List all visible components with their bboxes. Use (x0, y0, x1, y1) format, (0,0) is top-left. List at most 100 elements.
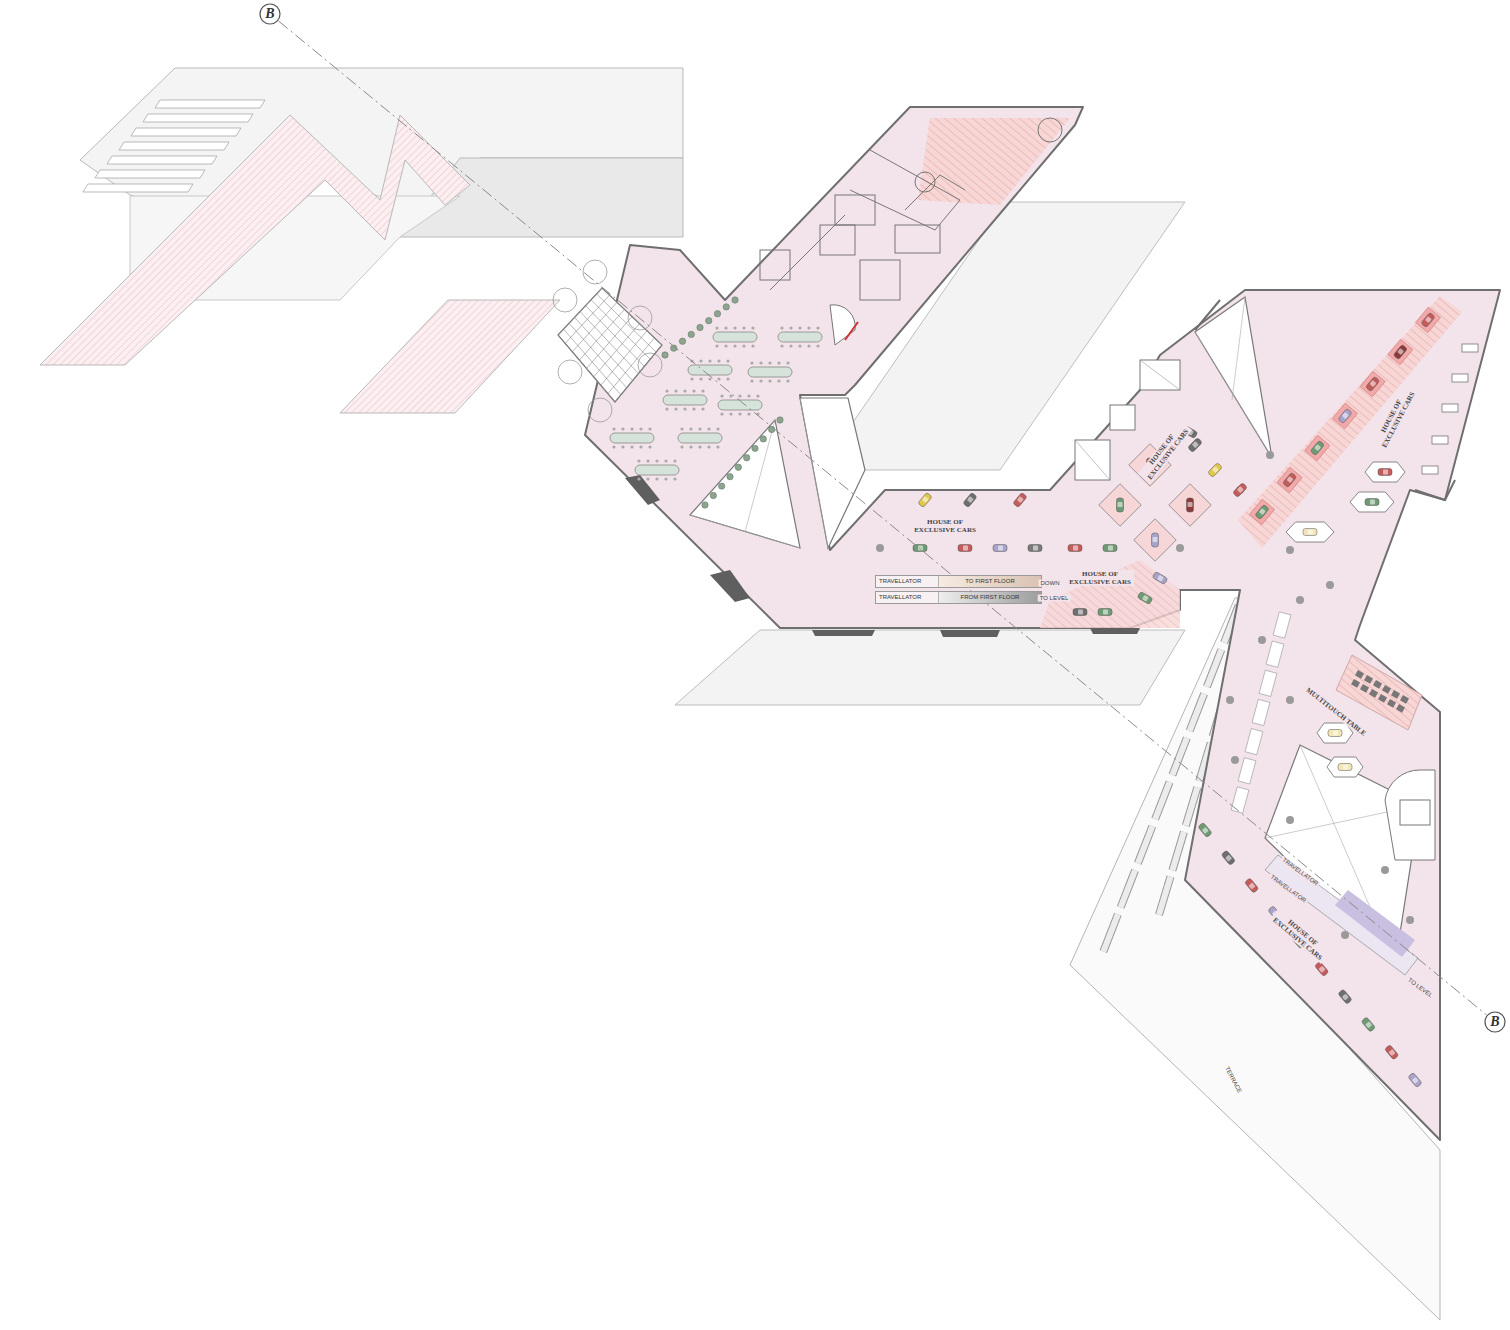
display-plinth (1365, 462, 1405, 482)
planter-tree (735, 464, 741, 470)
stair-step (83, 184, 193, 192)
planter-tree (710, 492, 716, 498)
plan-element (83, 100, 265, 192)
terrace-wall (1190, 694, 1204, 731)
chair (747, 412, 750, 415)
car-window (1388, 1049, 1395, 1056)
car-symbol (1208, 463, 1223, 478)
car-body (1152, 571, 1168, 584)
column (876, 544, 884, 552)
chair (738, 394, 741, 397)
chair (698, 427, 701, 430)
car-body (1208, 463, 1223, 478)
stair-step (143, 114, 253, 122)
chair (768, 379, 771, 382)
chair (690, 377, 693, 380)
display-pad (1252, 699, 1270, 725)
car-body (1361, 1017, 1375, 1032)
display-pad (1259, 670, 1277, 696)
chair (742, 326, 745, 329)
car-symbol (1303, 529, 1317, 536)
car-window (963, 546, 968, 551)
car-window (1142, 595, 1149, 602)
touch-screen (1391, 690, 1400, 699)
chair (798, 344, 801, 347)
chair (717, 359, 720, 362)
car-window (1188, 502, 1193, 507)
car-symbol (1338, 764, 1352, 771)
car-symbol (1244, 878, 1258, 893)
car-window (1225, 855, 1232, 862)
section-circle-outline (260, 4, 280, 24)
display-pad (1305, 435, 1330, 461)
car-symbol (1117, 498, 1124, 512)
terrace-wall (1138, 826, 1152, 863)
stair-step (95, 170, 205, 178)
car-body (958, 545, 972, 552)
plan-element (800, 398, 828, 548)
plan-element (1238, 296, 1462, 548)
car-body (1028, 545, 1042, 552)
car-body (1378, 469, 1392, 476)
car-window (1153, 537, 1158, 542)
display-platform (1169, 484, 1211, 526)
chair (674, 407, 677, 410)
car-symbol (1073, 609, 1087, 616)
car-window (1073, 546, 1078, 551)
chair (674, 389, 677, 392)
car-symbol (1421, 312, 1435, 327)
car-body (1233, 483, 1248, 498)
terrace-wall (1155, 782, 1169, 819)
chair (673, 459, 676, 462)
car-window (1412, 1077, 1419, 1084)
pergola-grid (615, 345, 662, 402)
display-pad (1332, 403, 1357, 429)
planter-tree (723, 304, 729, 310)
stair-step (131, 128, 241, 136)
chair (747, 394, 750, 397)
pergola-grid (602, 288, 662, 345)
display-platform (1134, 519, 1176, 561)
chair (707, 427, 710, 430)
chair (733, 344, 736, 347)
car-symbol (1408, 1072, 1422, 1087)
display-pad (1415, 307, 1440, 333)
car-symbol (958, 545, 972, 552)
car-symbol (1068, 545, 1082, 552)
car-body (1221, 850, 1235, 865)
terrace-wall (1207, 650, 1221, 687)
car-symbol (1384, 1045, 1398, 1060)
car-window (1425, 316, 1432, 323)
car-symbol (1103, 545, 1117, 552)
plan-element (585, 107, 1500, 1140)
travellator-name: TRAVELLATOR (876, 576, 939, 587)
display-pad (1245, 729, 1263, 755)
car-symbol (963, 492, 977, 507)
chair (720, 412, 723, 415)
touch-screen (1369, 689, 1378, 698)
planter-tree (697, 324, 703, 330)
car-symbol (1310, 440, 1324, 455)
plan-element (745, 420, 775, 532)
chair (648, 445, 651, 448)
car-symbol (993, 545, 1007, 552)
car-window (1369, 380, 1376, 387)
car-body (1117, 498, 1124, 512)
parking-bay (1422, 466, 1438, 474)
display-pad (1360, 371, 1385, 397)
car-body (1328, 730, 1342, 737)
car-window (922, 496, 929, 503)
section-marker: B (1484, 1011, 1506, 1033)
planter-tree (688, 331, 694, 337)
chair (698, 445, 701, 448)
plan-element (850, 150, 960, 230)
car-window (1078, 610, 1083, 615)
zone-label: HOUSE OF EXCLUSIVE CARS (1372, 384, 1418, 452)
chair (733, 326, 736, 329)
car-window (1383, 470, 1388, 475)
chair (716, 445, 719, 448)
car-window (1157, 575, 1164, 582)
car-symbol (1378, 469, 1392, 476)
chair (664, 459, 667, 462)
plan-element (1385, 770, 1435, 860)
